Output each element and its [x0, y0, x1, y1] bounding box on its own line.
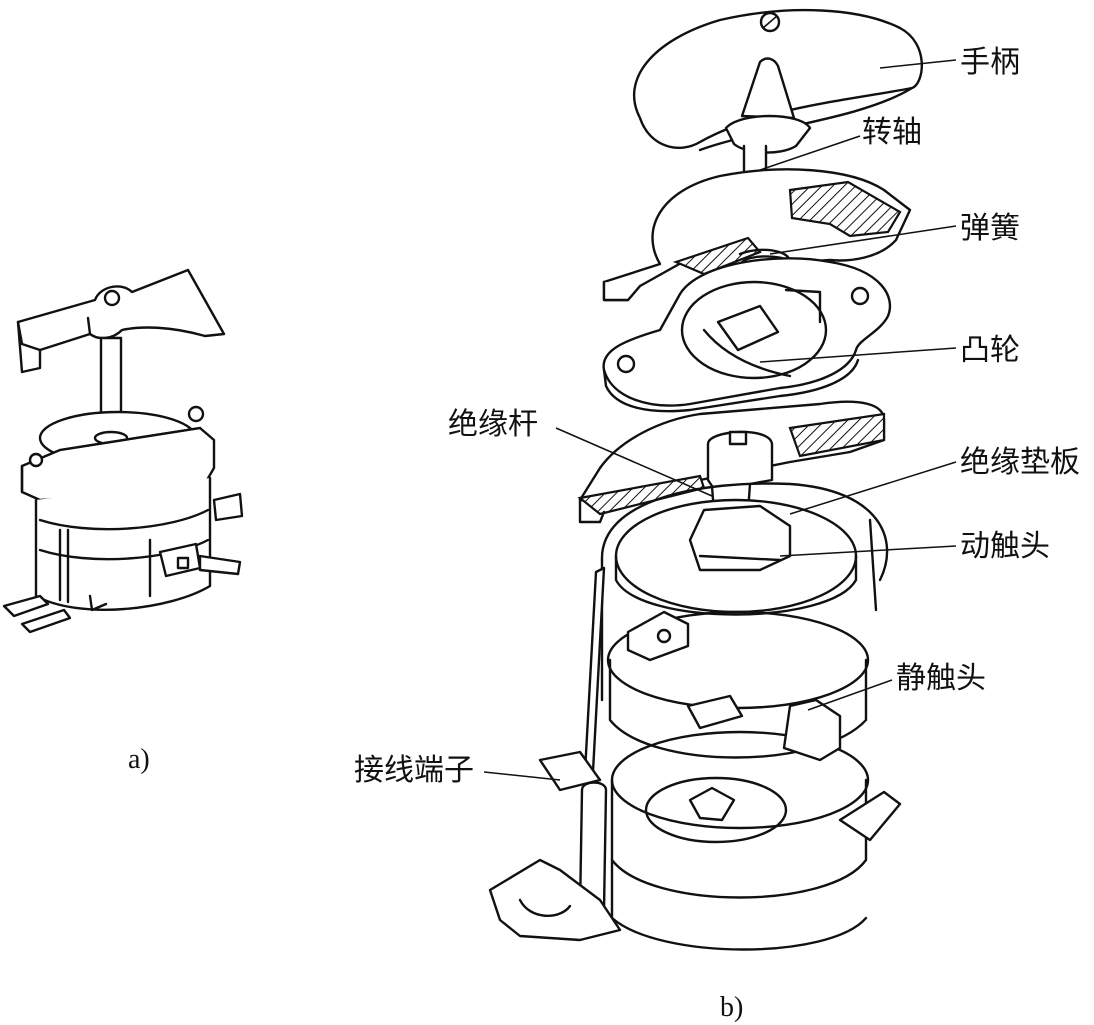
leader-cam	[759, 347, 957, 363]
leader-spring	[769, 225, 957, 255]
label-insulating-pad: 绝缘垫板	[960, 445, 1080, 480]
caption-a: a)	[128, 744, 150, 775]
leader-terminal	[483, 771, 561, 781]
leader-handle	[879, 59, 957, 69]
exploded-switch-drawing	[488, 8, 923, 951]
label-insulating-rod: 绝缘杆	[448, 407, 538, 442]
leader-insulating-pad	[789, 461, 957, 515]
label-cam: 凸轮	[960, 333, 1020, 368]
label-static-contact: 静触头	[896, 661, 986, 696]
leader-shaft	[759, 135, 861, 171]
leader-lines	[483, 59, 957, 781]
leader-moving-contact	[779, 545, 957, 557]
leader-static-contact	[807, 679, 893, 711]
assembled-switch-drawing	[2, 268, 244, 634]
label-handle: 手柄	[960, 45, 1020, 80]
caption-b: b)	[720, 992, 743, 1023]
label-spring: 弹簧	[960, 211, 1020, 246]
label-moving-contact: 动触头	[960, 529, 1050, 564]
leader-insulating-rod	[555, 427, 713, 497]
label-terminal: 接线端子	[354, 753, 474, 788]
label-shaft: 转轴	[862, 115, 922, 150]
